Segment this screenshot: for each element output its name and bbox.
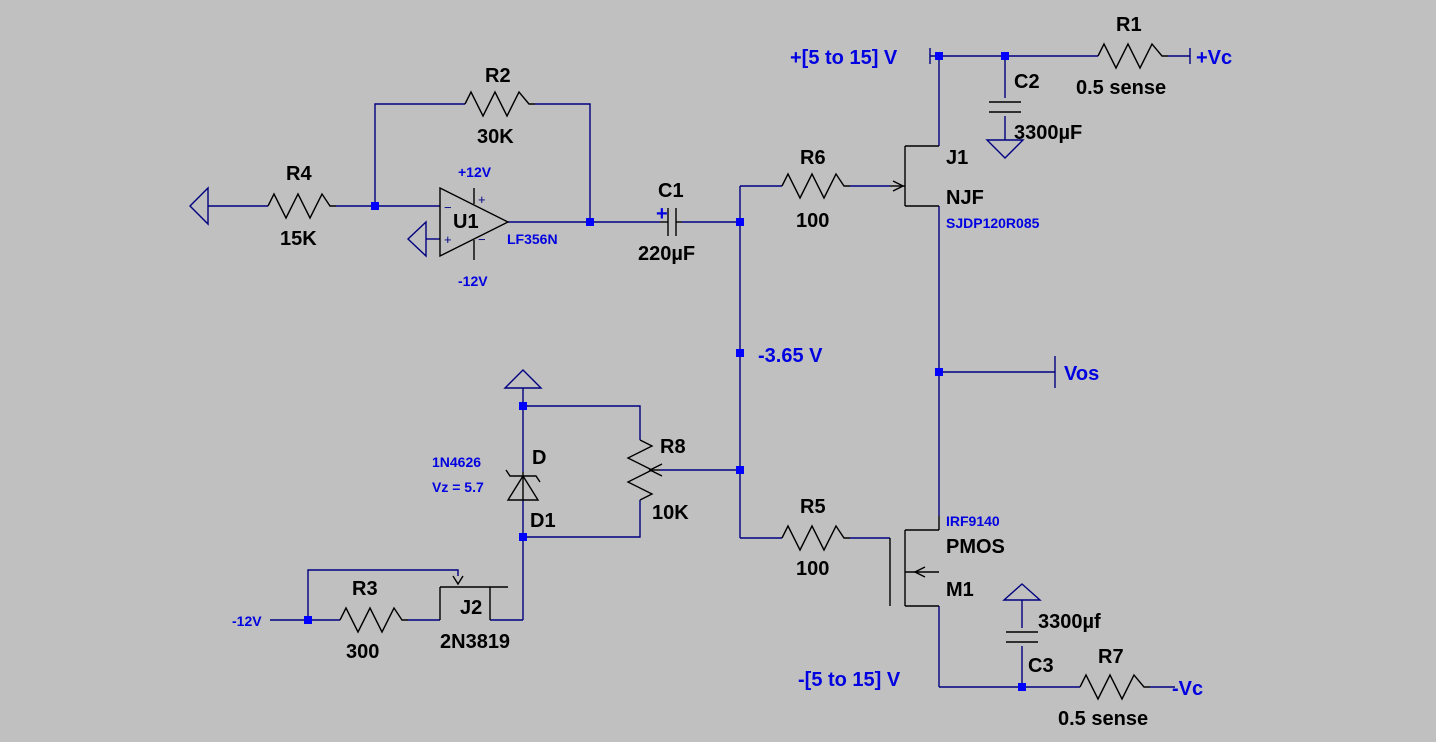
d1-name: D1 [530,510,556,532]
zener-diode-d1[interactable] [505,469,541,501]
ground-c2-symbol [985,139,1025,159]
r6-value: 100 [796,210,829,232]
resistor-r3[interactable] [339,606,408,634]
u1-model: LF356N [507,231,558,247]
resistor-r6[interactable] [781,172,850,200]
r8-name: R8 [660,436,686,458]
bias-voltage-label: -3.65 V [758,345,823,367]
resistor-r7[interactable] [1079,673,1150,701]
capacitor-c1-polarity: + [656,203,668,225]
m1-name: M1 [946,579,974,601]
capacitor-c3[interactable] [1006,631,1038,643]
resistor-r4[interactable] [267,192,336,220]
u1-name: U1 [453,211,479,233]
j2-model: 2N3819 [440,631,510,653]
j1-name: J1 [946,147,968,169]
r1-name: R1 [1116,14,1142,36]
capacitor-c2[interactable] [989,101,1021,113]
junction-dots [304,52,1026,691]
r1-value: 0.5 sense [1076,77,1166,99]
j2-name: J2 [460,597,482,619]
c3-value: 3300µf [1038,611,1101,633]
potentiometer-wiper-arrow [648,463,663,477]
resistor-r2[interactable] [464,90,535,118]
neg12-label: -12V [232,613,262,629]
potentiometer-r8[interactable] [626,439,654,501]
c1-name: C1 [658,180,684,202]
vpos-supply-label: +[5 to 15] V [790,47,898,69]
opamp-u1-vminus-pin: − [478,232,486,247]
opamp-u1-minus-pin: − [444,200,452,215]
r2-value: 30K [477,126,514,148]
j1-type: NJF [946,187,984,209]
r6-name: R6 [800,147,826,169]
ground-opamp-plus-symbol [406,220,427,258]
r7-name: R7 [1098,646,1124,668]
vneg-supply-label: -[5 to 15] V [798,669,901,691]
m1-type: PMOS [946,536,1005,558]
vos-label: Vos [1064,363,1099,385]
d1-param: Vz = 5.7 [432,479,484,495]
wires [208,55,1190,688]
r7-value: 0.5 sense [1058,708,1148,730]
m1-model: IRF9140 [946,513,1000,529]
r2-name: R2 [485,65,511,87]
c2-name: C2 [1014,71,1040,93]
d1-type: D [532,447,546,469]
ground-zener-symbol [503,369,543,389]
c1-value: 220µF [638,243,695,265]
c3-name: C3 [1028,655,1054,677]
r5-value: 100 [796,558,829,580]
jfet-j1[interactable] [890,145,939,207]
vc-pos-label: +Vc [1196,47,1232,69]
capacitor-c1[interactable] [660,208,682,236]
r3-value: 300 [346,641,379,663]
resistor-r5[interactable] [781,524,850,552]
j1-model: SJDP120R085 [946,215,1040,231]
c2-value: 3300µF [1014,122,1082,144]
mosfet-m1[interactable] [889,516,940,607]
jfet-j2[interactable] [439,575,508,620]
opamp-u1-plus-pin: + [444,232,452,247]
r4-value: 15K [280,228,317,250]
resistor-r1[interactable] [1097,42,1168,70]
opamp-u1-vplus-pin: + [478,192,486,207]
r4-name: R4 [286,163,312,185]
u1-vplus-label: +12V [458,164,492,180]
vc-neg-label: -Vc [1172,678,1203,700]
ground-input-symbol [189,186,209,226]
u1-vminus-label: -12V [458,273,488,289]
r5-name: R5 [800,496,826,518]
opamp-u1[interactable] [439,186,510,260]
ground-c3-symbol [1002,583,1042,601]
d1-model: 1N4626 [432,454,481,470]
r3-name: R3 [352,578,378,600]
r8-value: 10K [652,502,689,524]
